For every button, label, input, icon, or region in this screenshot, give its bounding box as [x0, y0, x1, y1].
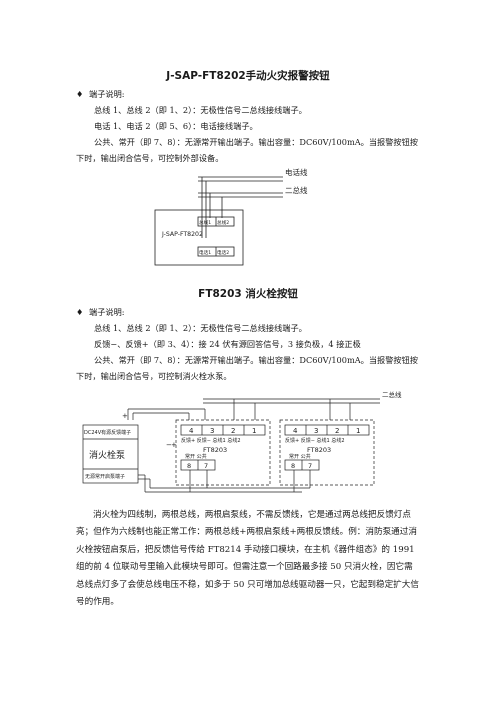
plus-sign: +: [122, 412, 128, 420]
terminal-label: 总线1: [199, 219, 211, 226]
module-name: FT8203: [307, 446, 331, 454]
section2-title: FT8203 消火栓按钮: [198, 288, 298, 300]
terminal-number: 1: [252, 427, 256, 435]
terminal-line: 总线 1、总线 2（即 1、2）：无极性信号二总线接线端子。: [94, 323, 307, 333]
phone-line-label: 电话线: [285, 167, 308, 177]
bus-line-label: 二总线: [382, 390, 402, 399]
terminal-heading: 端子说明:: [89, 307, 125, 317]
plus-sign: +: [171, 441, 177, 449]
terminal-label: 电话2: [217, 249, 229, 256]
pump-feedback-label: DC24V有源反馈端子: [84, 429, 131, 436]
description-paragraph: 消火栓为四线制，两根总线，两根启泵线，不需反馈线，它是通过两总线把反馈灯点亮；但…: [76, 510, 419, 608]
device-label: J-SAP-FT8202: [161, 231, 203, 238]
output-number: 7: [308, 462, 312, 470]
bus-line-label: 二总线: [285, 185, 308, 195]
terminal-names: 反馈+ 反馈− 总线1 总线2: [181, 437, 241, 444]
terminal-line: 公共、常开（即 7、8）：无源常开输出端子。输出容量：DC60V/100mA。当…: [94, 137, 418, 147]
module-name: FT8203: [203, 446, 227, 454]
output-number: 8: [187, 462, 191, 470]
terminal-label: 电话1: [199, 249, 211, 256]
terminal-number: 2: [335, 427, 339, 435]
terminal-number: 3: [210, 427, 214, 435]
terminal-label: 总线2: [217, 219, 229, 226]
terminal-number: 4: [189, 427, 194, 435]
section1-title: J-SAP-FT8202手动火灾报警按钮: [166, 70, 330, 82]
terminal-number: 1: [356, 427, 360, 435]
bullet-icon: ♦: [76, 307, 84, 317]
pump-name: 消火栓泵: [89, 449, 125, 461]
minus-sign: −: [166, 441, 172, 449]
terminal-line: 反馈−、反馈+（即 3、4）：接 24 伏有源回答信号，3 接负极，4 接正极: [94, 339, 361, 349]
terminal-number: 4: [293, 427, 298, 435]
terminal-line: 公共、常开（即 7、8）：无源常开输出端子。输出容量：DC60V/100mA。当…: [94, 355, 418, 365]
output-labels: 常开 公共: [289, 453, 311, 460]
output-number: 7: [204, 462, 208, 470]
terminal-number: 3: [314, 427, 318, 435]
output-number: 8: [291, 462, 295, 470]
terminal-line: 下时，输出闭合信号，可控制消火栓水泵。: [76, 371, 232, 381]
terminal-number: 2: [231, 427, 235, 435]
terminal-heading: 端子说明:: [89, 89, 125, 99]
pump-start-label: 无源常开启泵端子: [85, 473, 125, 480]
output-labels: 常开 公共: [185, 453, 207, 460]
terminal-names: 反馈+ 反馈− 总线1 总线2: [285, 437, 345, 444]
bullet-icon: ♦: [76, 89, 84, 99]
terminal-line: 下时，输出闭合信号，可控制外部设备。: [76, 153, 224, 163]
terminal-line: 总线 1、总线 2（即 1、2）：无极性信号二总线接线端子。: [94, 105, 307, 115]
terminal-line: 电话 1、电话 2（即 5、6）：电话接线端子。: [94, 121, 258, 131]
